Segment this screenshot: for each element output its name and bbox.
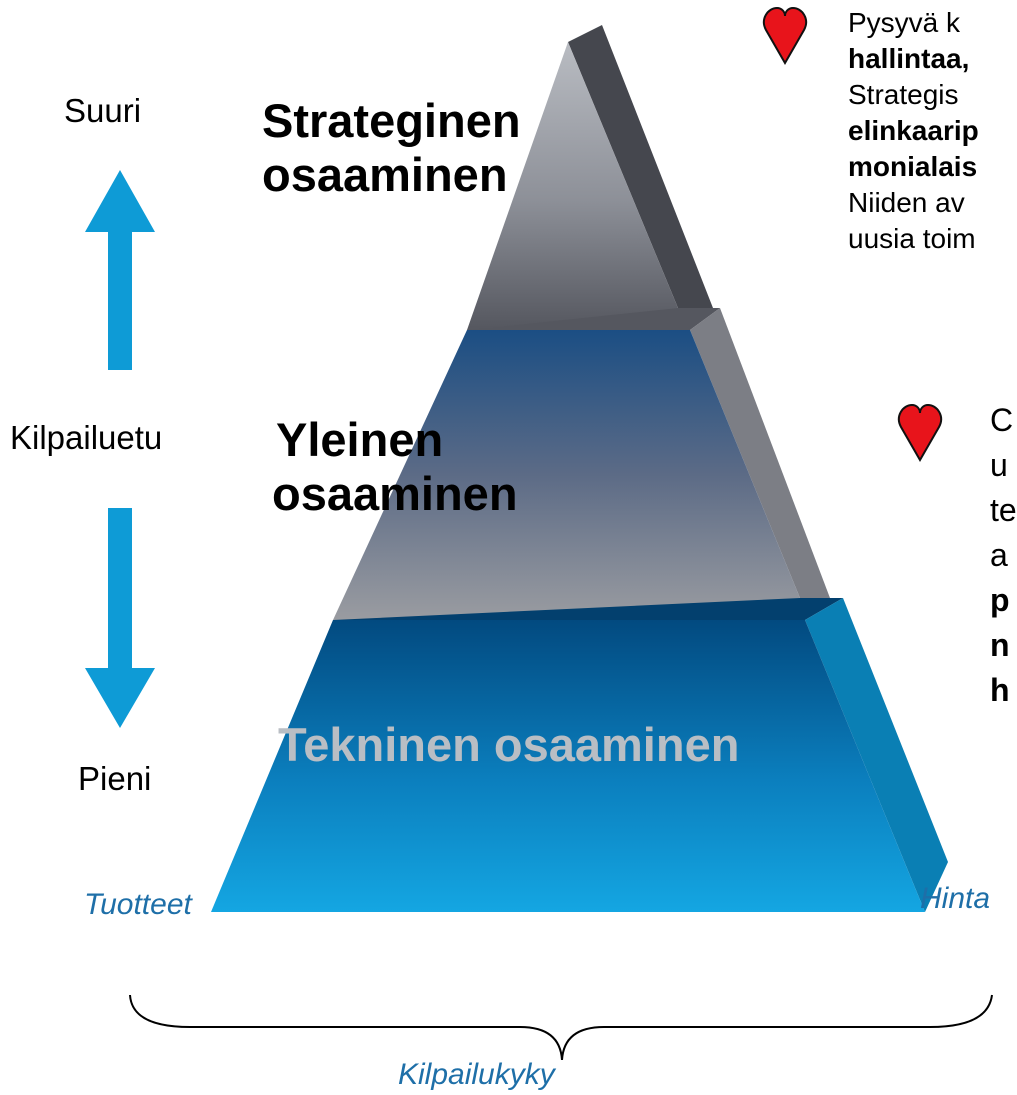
tier-strategic — [467, 25, 713, 330]
heart-icon — [762, 6, 808, 66]
tier-general-title: Yleinen osaaminen — [272, 413, 518, 521]
side-text-2-line: p — [990, 582, 1010, 618]
side-text-2-line: h — [990, 672, 1010, 708]
tier-technical-side — [805, 598, 948, 912]
tier-general-title-line2: osaaminen — [272, 467, 518, 520]
side-text-2-line: n — [990, 627, 1010, 663]
label-price: Hinta — [920, 882, 991, 915]
tier-strategic-front — [467, 42, 678, 330]
side-text-1-line: hallintaa, — [848, 43, 970, 74]
tier-general — [333, 308, 830, 620]
axis-label-top: Suuri — [64, 92, 142, 129]
side-text-2-line: C — [990, 402, 1014, 438]
axis-label-middle: Kilpailuetu — [10, 419, 163, 456]
tier-strategic-title-line2: osaaminen — [262, 148, 508, 201]
axis-label-bottom: Pieni — [78, 760, 152, 797]
tier-strategic-title: Strateginen osaaminen — [262, 94, 521, 202]
tier-general-title-line1: Yleinen — [276, 413, 444, 466]
tier-strategic-title-line1: Strateginen — [262, 94, 521, 147]
side-text-1-line: monialais — [848, 151, 978, 182]
arrow-up-icon — [85, 170, 155, 370]
side-text-1-line: elinkaarip — [848, 115, 979, 146]
side-text-1-line: Strategis — [848, 79, 959, 110]
side-text-block-2: C u te a p n h — [990, 398, 1017, 713]
tier-general-side — [690, 308, 830, 598]
tier-technical-front — [211, 620, 925, 912]
side-text-2-line: a — [990, 537, 1008, 573]
brace-icon — [129, 994, 993, 1061]
tier-technical-title: Tekninen osaaminen — [278, 718, 740, 771]
heart-icon — [897, 403, 943, 463]
tier-general-front — [333, 330, 800, 620]
side-text-2-line: u — [990, 447, 1008, 483]
tier-strategic-side — [568, 25, 713, 308]
label-competitiveness: Kilpailukyky — [398, 1058, 555, 1091]
arrow-down-icon — [85, 508, 155, 728]
side-text-1-line: Pysyvä k — [848, 7, 961, 38]
side-text-block-1: Pysyvä k hallintaa, Strategis elinkaarip… — [848, 5, 1017, 257]
label-products: Tuotteet — [84, 888, 192, 921]
side-text-2-line: te — [990, 492, 1017, 528]
side-text-1-line: Niiden av — [848, 187, 965, 218]
tier-technical — [211, 598, 948, 912]
side-text-1-line: uusia toim — [848, 223, 976, 254]
